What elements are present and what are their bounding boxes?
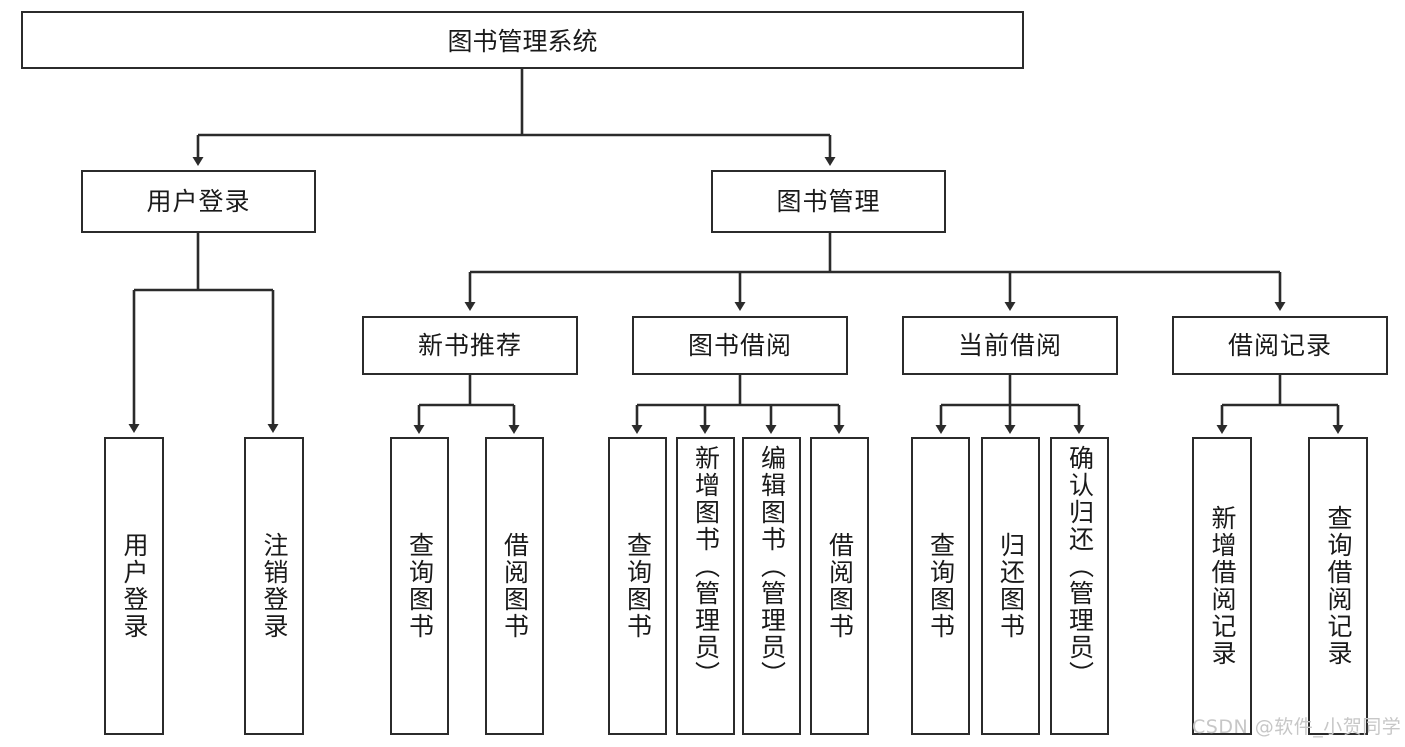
leaf-query-book-borrow[interactable]: 查询图书 xyxy=(608,437,667,735)
node-book-borrow[interactable]: 图书借阅 xyxy=(632,316,848,375)
node-user-login[interactable]: 用户登录 xyxy=(81,170,316,233)
leaf-borrow-book-recommend[interactable]: 借阅图书 xyxy=(485,437,544,735)
node-borrow-records[interactable]: 借阅记录 xyxy=(1172,316,1388,375)
leaf-user-login[interactable]: 用户登录 xyxy=(104,437,164,735)
leaf-confirm-return-admin[interactable]: 确认归还（管理员） xyxy=(1050,437,1109,735)
leaf-logout[interactable]: 注销登录 xyxy=(244,437,304,735)
leaf-query-borrow-record[interactable]: 查询借阅记录 xyxy=(1308,437,1368,735)
leaf-return-book[interactable]: 归还图书 xyxy=(981,437,1040,735)
watermark-text: CSDN @软件_小贺同学 xyxy=(1192,716,1402,738)
leaf-borrow-book[interactable]: 借阅图书 xyxy=(810,437,869,735)
node-book-management[interactable]: 图书管理 xyxy=(711,170,946,233)
leaf-edit-book-admin[interactable]: 编辑图书（管理员） xyxy=(742,437,801,735)
node-root[interactable]: 图书管理系统 xyxy=(21,11,1024,69)
leaf-add-book-admin[interactable]: 新增图书（管理员） xyxy=(676,437,735,735)
leaf-query-book-current[interactable]: 查询图书 xyxy=(911,437,970,735)
node-new-book-recommend[interactable]: 新书推荐 xyxy=(362,316,578,375)
leaf-query-book-recommend[interactable]: 查询图书 xyxy=(390,437,449,735)
leaf-add-borrow-record[interactable]: 新增借阅记录 xyxy=(1192,437,1252,735)
node-current-borrow[interactable]: 当前借阅 xyxy=(902,316,1118,375)
